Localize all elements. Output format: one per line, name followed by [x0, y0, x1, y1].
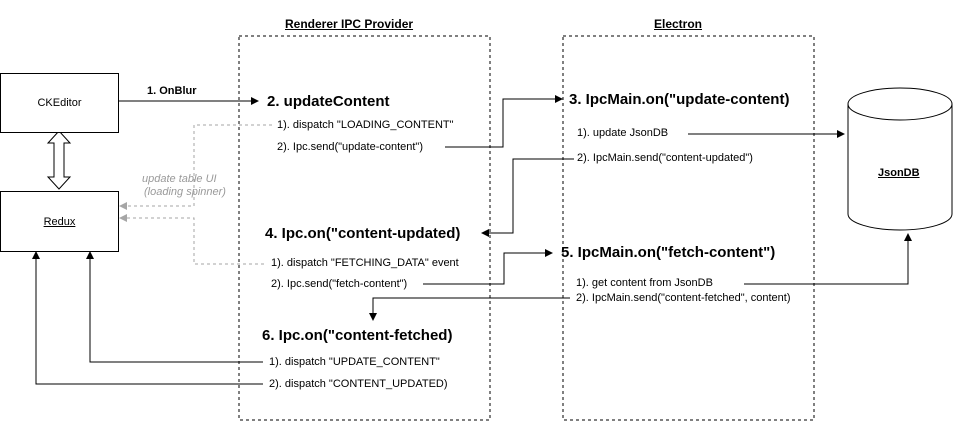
update-content-dispatch-arrow — [86, 251, 263, 363]
step-6-item-2: 2). dispatch "CONTENT_UPDATED) — [269, 378, 448, 390]
update-content-arrow — [445, 95, 563, 148]
step-3-item-1: 1). update JsonDB — [577, 127, 669, 139]
step-5-item-2: 2). IpcMain.send("content-fetched", cont… — [576, 292, 791, 304]
step-5-item-1: 1). get content from JsonDB — [576, 277, 713, 289]
content-updated-arrow — [481, 158, 574, 237]
loading-note-line2: (loading spinner) — [144, 186, 226, 198]
step-4-item-2: 2). Ipc.send("fetch-content") — [271, 278, 408, 290]
redux-label: Redux — [43, 215, 76, 228]
loading-note-line1: update table UI — [142, 173, 217, 185]
ckeditor-redux-link — [46, 130, 72, 190]
step-3-title: 3. IpcMain.on("update-content) — [569, 91, 790, 108]
step-3-item-2: 2). IpcMain.send("content-updated") — [577, 152, 753, 164]
fetch-content-arrow — [423, 249, 553, 285]
step-4-title: 4. Ipc.on("content-updated) — [265, 225, 461, 242]
ckeditor-label: CKEditor — [37, 97, 82, 109]
loading-content-dashed-arrow — [119, 124, 272, 210]
renderer-section-title: Renderer IPC Provider — [285, 17, 414, 31]
step-6-title: 6. Ipc.on("content-fetched) — [262, 327, 453, 344]
step-5-title: 5. IpcMain.on("fetch-content") — [561, 244, 776, 261]
step-2-item-2: 2). Ipc.send("update-content") — [277, 141, 424, 153]
get-content-arrow — [744, 233, 912, 285]
step-2-item-1: 1). dispatch "LOADING_CONTENT" — [277, 119, 454, 131]
step-2-title: 2. updateContent — [267, 93, 390, 110]
electron-section-title: Electron — [654, 17, 703, 31]
onblur-label: 1. OnBlur — [147, 85, 197, 97]
step-6-item-1: 1). dispatch "UPDATE_CONTENT" — [269, 356, 440, 368]
step-4-item-1: 1). dispatch "FETCHING_DATA" event — [271, 257, 459, 269]
jsondb-label: JsonDB — [878, 167, 920, 179]
content-fetched-arrow — [369, 297, 570, 321]
redux-node: Redux — [0, 191, 119, 252]
content-updated-dispatch-arrow — [32, 251, 263, 385]
ckeditor-node: CKEditor — [0, 73, 119, 133]
fetching-data-dashed-arrow — [119, 214, 264, 265]
jsondb-cylinder — [847, 87, 953, 231]
